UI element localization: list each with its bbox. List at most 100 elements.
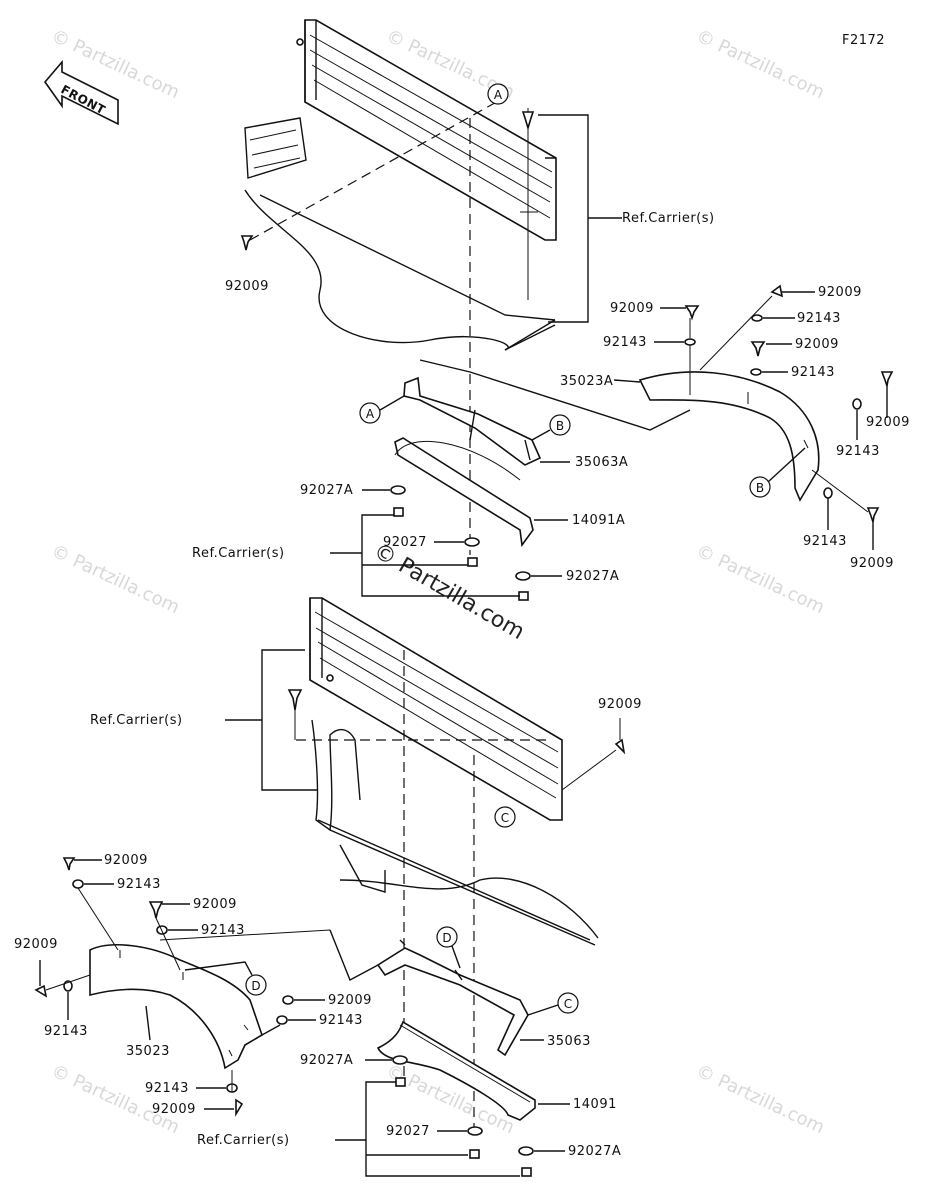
bolt-icon [287,689,303,711]
washer-icon [282,995,294,1005]
watermark: © Partzilla.com [693,1060,828,1138]
svg-text:C: C [501,811,509,825]
callout-a: A [487,83,509,105]
part-label-92009: 92009 [818,285,862,300]
bolt-icon [148,901,164,919]
washer-icon [750,368,762,376]
center-watermark: © Partzilla.com [369,539,529,646]
part-label-92009: 92009 [866,415,910,430]
ref-carrier-bracket-bottom [335,1081,520,1177]
svg-text:A: A [366,407,375,421]
part-label-92143: 92143 [803,534,847,549]
svg-text:A: A [494,88,503,102]
part-label-92143: 92143 [145,1081,189,1096]
callout-b: B [749,476,771,498]
washer-icon [684,338,696,346]
washer-icon [467,1126,483,1136]
part-label-92027a: 92027A [300,483,353,498]
part-label-92143: 92143 [44,1024,88,1039]
washer-icon [823,487,833,499]
part-label-92009: 92009 [104,853,148,868]
washer-icon [464,537,480,547]
washer-icon [72,879,84,889]
bolt-icon [240,235,254,251]
bolt-icon [866,507,880,523]
nut-icon [393,507,404,517]
ref-carrier-label: Ref.Carrier(s) [622,211,715,226]
part-label-35023: 35023 [126,1044,170,1059]
callout-d: D [245,974,267,996]
part-label-92143: 92143 [201,923,245,938]
figure-code: F2172 [842,33,885,48]
part-label-92009: 92009 [795,337,839,352]
washer-icon [390,485,406,495]
part-label-92009: 92009 [152,1102,196,1117]
callout-c: C [557,992,579,1014]
part-label-92027: 92027 [386,1124,430,1139]
bolt-icon [521,111,535,131]
part-label-35063a: 35063A [575,455,628,470]
part-label-92027a: 92027A [568,1144,621,1159]
part-label-92027a: 92027A [566,569,619,584]
hinge-bracket-35063 [376,939,529,1057]
ref-carrier-bracket-lower [225,649,318,791]
nut-icon [467,557,478,567]
ref-carrier-bracket-mid [330,514,520,597]
ref-carrier-label: Ref.Carrier(s) [197,1133,290,1148]
washer-icon [518,1146,534,1156]
part-label-92009: 92009 [225,279,269,294]
svg-text:B: B [556,419,564,433]
washer-icon [852,398,862,410]
watermark: © Partzilla.com [48,540,183,618]
lower-tailgate [309,597,599,946]
callout-b: B [549,414,571,436]
nut-icon [395,1077,406,1087]
washer-icon [276,1015,288,1025]
part-label-92143: 92143 [319,1013,363,1028]
fender-35023 [89,944,263,1070]
ref-carrier-label: Ref.Carrier(s) [90,713,183,728]
part-label-35023a: 35023A [560,374,613,389]
bolt-icon [770,284,784,298]
fender-35023a [638,371,820,502]
part-label-14091a: 14091A [572,513,625,528]
nut-icon [518,591,529,601]
nut-icon [469,1149,480,1159]
part-label-92009: 92009 [14,937,58,952]
reflector-bar-14091a [394,437,534,548]
part-label-92009: 92009 [328,993,372,1008]
bolt-icon [62,857,76,871]
part-label-92009: 92009 [193,897,237,912]
part-label-92143: 92143 [791,365,835,380]
svg-text:B: B [756,481,764,495]
bolt-icon [34,984,48,998]
bolt-icon [750,341,766,357]
washer-icon [392,1055,408,1065]
upper-tailgate [244,19,557,351]
nut-icon [521,1167,532,1177]
part-label-92143: 92143 [836,444,880,459]
part-label-14091: 14091 [573,1097,617,1112]
part-label-92143: 92143 [117,877,161,892]
callout-d: D [436,926,458,948]
ref-carrier-bracket-top [538,114,622,323]
part-label-92009: 92009 [610,301,654,316]
part-label-92027a: 92027A [300,1053,353,1068]
callout-c: C [494,806,516,828]
part-label-92143: 92143 [797,311,841,326]
svg-text:D: D [251,979,260,993]
svg-text:D: D [442,931,451,945]
bolt-icon [235,1098,244,1117]
svg-text:C: C [564,997,572,1011]
washer-icon [751,314,763,322]
washer-icon [515,571,531,581]
bolt-icon [880,371,894,387]
part-label-92009: 92009 [598,697,642,712]
watermark: © Partzilla.com [48,1060,183,1138]
callout-a: A [359,402,381,424]
ref-carrier-label: Ref.Carrier(s) [192,546,285,561]
bolt-icon [684,305,700,321]
hinge-bracket-35063a [403,376,542,466]
watermark: © Partzilla.com [693,540,828,618]
